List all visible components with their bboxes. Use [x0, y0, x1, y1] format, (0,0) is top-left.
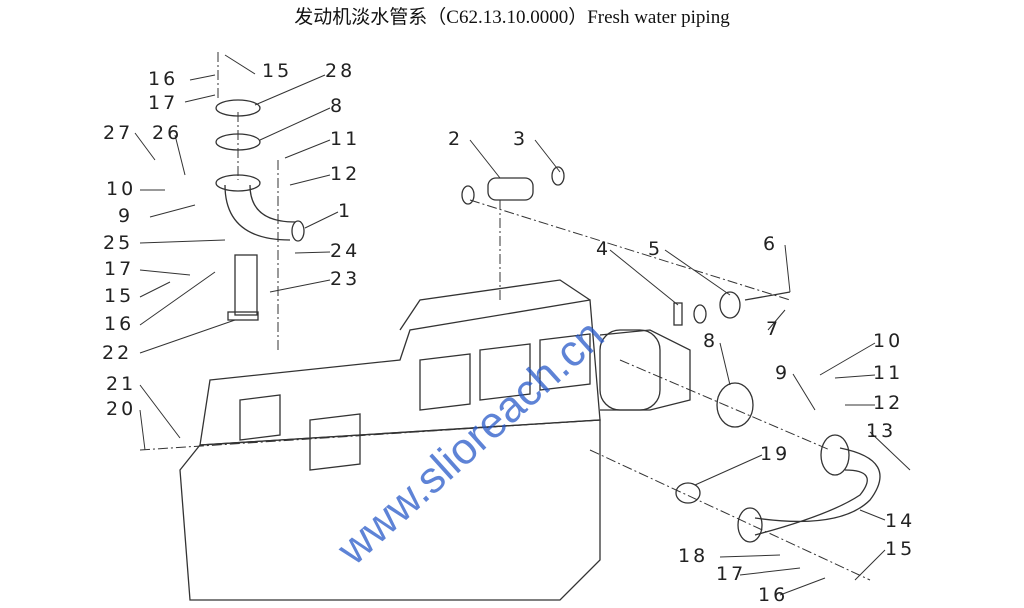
callout-5: 5 — [648, 238, 664, 260]
callout-9: 9 — [118, 205, 134, 227]
callout-3: 3 — [513, 128, 529, 150]
callout-10: 10 — [106, 178, 137, 200]
callout-15: 15 — [262, 60, 293, 82]
callout-1: 1 — [338, 200, 354, 222]
callout-16: 16 — [148, 68, 179, 90]
callout-8: 8 — [330, 95, 346, 117]
sleeve — [461, 166, 565, 205]
callout-12: 12 — [330, 163, 361, 185]
callout-7: 7 — [766, 318, 782, 340]
callout-28: 28 — [325, 60, 356, 82]
callout-27: 27 — [103, 122, 134, 144]
callout-19: 19 — [760, 443, 791, 465]
callout-15: 15 — [885, 538, 916, 560]
callout-17: 17 — [148, 92, 179, 114]
callout-15: 15 — [104, 285, 135, 307]
callout-25: 25 — [103, 232, 134, 254]
callout-6: 6 — [763, 233, 779, 255]
callout-23: 23 — [330, 268, 361, 290]
outlet-elbow-pipe — [215, 99, 305, 321]
callout-21: 21 — [106, 373, 137, 395]
callout-14: 14 — [885, 510, 916, 532]
callout-17: 17 — [104, 258, 135, 280]
right-pipe-parts — [673, 291, 881, 543]
center-lines — [139, 52, 871, 581]
callout-26: 26 — [152, 122, 183, 144]
callout-4: 4 — [596, 238, 612, 260]
leader-lines — [134, 54, 911, 596]
callout-17: 17 — [716, 563, 747, 585]
callout-16: 16 — [104, 313, 135, 335]
callout-20: 20 — [106, 398, 137, 420]
callout-2: 2 — [448, 128, 464, 150]
callout-16: 16 — [758, 584, 789, 606]
callout-11: 11 — [873, 362, 904, 384]
callout-11: 11 — [330, 128, 361, 150]
callout-12: 12 — [873, 392, 904, 414]
callout-24: 24 — [330, 240, 361, 262]
callout-8: 8 — [703, 330, 719, 352]
callout-10: 10 — [873, 330, 904, 352]
callout-18: 18 — [678, 545, 709, 567]
engine-block — [179, 279, 691, 601]
callout-13: 13 — [866, 420, 897, 442]
diagram-title: 发动机淡水管系（C62.13.10.0000）Fresh water pipin… — [294, 7, 730, 28]
callout-9: 9 — [775, 362, 791, 384]
callout-22: 22 — [102, 342, 133, 364]
